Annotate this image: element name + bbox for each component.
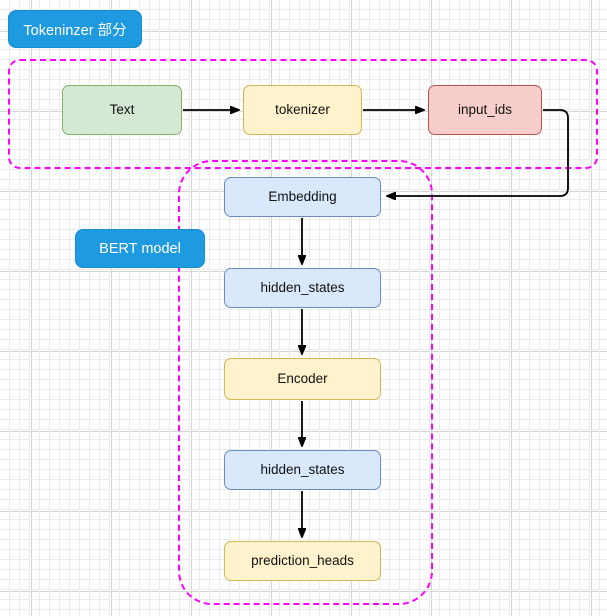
node-encoder[interactable]: Encoder bbox=[224, 358, 381, 400]
node-input-ids[interactable]: input_ids bbox=[428, 85, 542, 135]
node-text[interactable]: Text bbox=[62, 85, 182, 135]
node-hidden-states-2[interactable]: hidden_states bbox=[224, 450, 381, 490]
label-chip-bert-model[interactable]: BERT model bbox=[75, 229, 205, 268]
node-hidden-states-1[interactable]: hidden_states bbox=[224, 268, 381, 308]
node-tokenizer[interactable]: tokenizer bbox=[243, 85, 362, 135]
label-chip-tokenizer[interactable]: Tokeninzer 部分 bbox=[8, 10, 142, 48]
node-prediction-heads[interactable]: prediction_heads bbox=[224, 541, 381, 581]
node-embedding[interactable]: Embedding bbox=[224, 177, 381, 217]
